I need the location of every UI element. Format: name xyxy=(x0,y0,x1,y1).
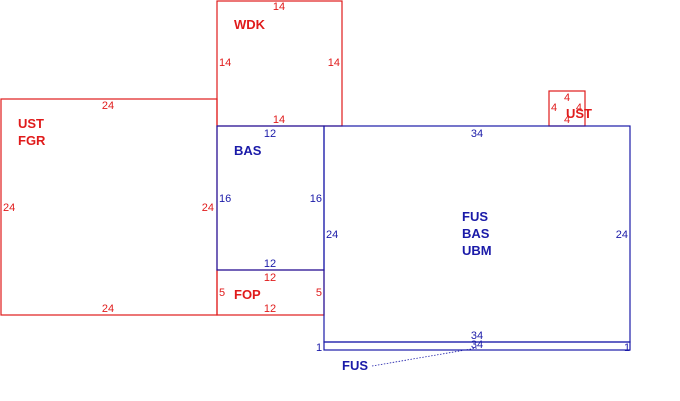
room-fus-strip-leader-line xyxy=(371,347,478,367)
room-fop-label: FOP xyxy=(234,287,261,302)
room-fus-bas-ubm-dim-right: 24 xyxy=(616,229,628,241)
room-wdk-dim-top: 14 xyxy=(273,1,285,13)
room-fop-dim-right: 5 xyxy=(316,287,322,299)
room-wdk-dim-left: 14 xyxy=(219,57,231,69)
room-fus-bas-ubm: FUS BAS UBM 34 34 24 24 xyxy=(323,125,631,343)
room-ust-fgr: UST FGR 24 24 24 24 xyxy=(0,98,218,316)
room-ust-fgr-dim-bottom: 24 xyxy=(102,303,114,315)
room-ust-fgr-dim-left: 24 xyxy=(3,202,15,214)
room-fus-bas-ubm-label-3: UBM xyxy=(462,243,492,258)
room-fus-strip-dim-right: 1 xyxy=(624,342,630,354)
room-fus-bas-ubm-label-1: FUS xyxy=(462,209,488,224)
room-ust-small-dim-left: 4 xyxy=(551,102,557,114)
room-wdk-dim-bottom: 14 xyxy=(273,114,285,126)
room-ust-fgr-dim-top: 24 xyxy=(102,100,114,112)
room-ust-fgr-label-2: FGR xyxy=(18,133,46,148)
room-bas-label: BAS xyxy=(234,143,262,158)
room-wdk-label: WDK xyxy=(234,17,266,32)
room-ust-fgr-label-1: UST xyxy=(18,116,44,131)
room-wdk-dim-right: 14 xyxy=(328,57,340,69)
room-wdk: WDK 14 14 14 14 xyxy=(216,0,343,127)
room-fop-dim-left: 5 xyxy=(219,287,225,299)
room-ust-small-dim-bottom: 4 xyxy=(564,114,570,126)
room-bas: BAS 12 12 16 16 xyxy=(216,125,325,271)
room-fus-bas-ubm-dim-left: 24 xyxy=(326,229,338,241)
room-fus-strip-dim-top: 34 xyxy=(471,339,483,351)
room-fus-strip: 34 1 1 FUS xyxy=(316,339,631,373)
room-fop-dim-bottom: 12 xyxy=(264,303,276,315)
room-fus-bas-ubm-label-2: BAS xyxy=(462,226,490,241)
room-ust-small: UST 4 4 4 4 xyxy=(548,90,592,127)
room-ust-small-dim-right: 4 xyxy=(576,102,582,114)
room-fop-dim-top: 12 xyxy=(264,272,276,284)
room-ust-fgr-dim-right: 24 xyxy=(202,202,214,214)
room-ust-fgr-outline xyxy=(0,98,218,316)
room-fus-strip-label: FUS xyxy=(342,358,368,373)
room-bas-dim-bottom: 12 xyxy=(264,258,276,270)
room-bas-dim-right: 16 xyxy=(310,193,322,205)
room-fus-strip-dim-left: 1 xyxy=(316,342,322,354)
room-bas-dim-left: 16 xyxy=(219,193,231,205)
room-fus-bas-ubm-dim-bottom: 34 xyxy=(471,330,483,342)
room-fus-bas-ubm-dim-top: 34 xyxy=(471,128,483,140)
room-ust-small-label: UST xyxy=(566,106,592,121)
room-fus-strip-outline xyxy=(323,341,631,351)
room-bas-dim-top: 12 xyxy=(264,128,276,140)
room-ust-small-dim-top: 4 xyxy=(564,92,570,104)
room-fop: FOP 12 12 5 5 xyxy=(216,269,325,316)
